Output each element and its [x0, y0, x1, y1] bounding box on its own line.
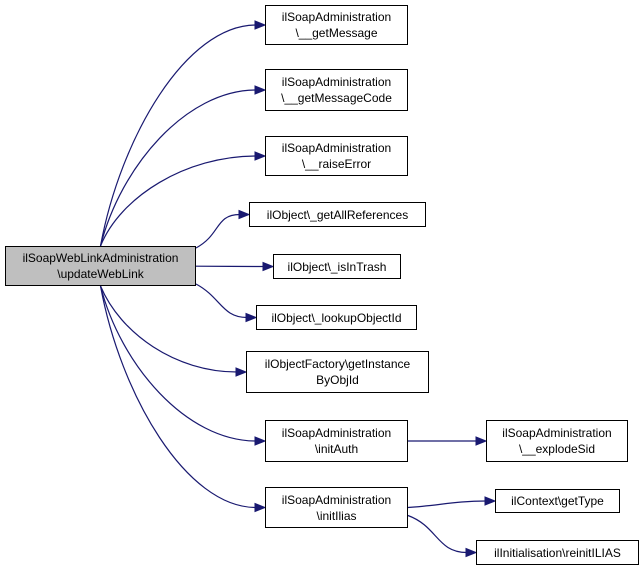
node-init-ilias[interactable]: ilSoapAdministration\initIlias — [265, 487, 408, 528]
edge-root-getAllReferences — [195, 213, 241, 249]
node-reinit-ilias[interactable]: ilInitialisation\reinitILIAS — [476, 540, 639, 565]
arrowhead-root-initAuth — [254, 436, 267, 446]
arrowhead-root-raiseError — [254, 151, 267, 161]
arrowhead-initIlias-reinitILIAS — [465, 547, 478, 558]
arrowhead-initIlias-getType — [484, 496, 497, 506]
edge-root-getMessage — [99, 24, 257, 247]
arrowhead-root-isInTrash — [262, 261, 275, 272]
edge-root-lookupObjectId — [195, 283, 248, 319]
arrowhead-root-lookupObjectId — [245, 312, 258, 323]
node-get-message-code[interactable]: ilSoapAdministration\__getMessageCode — [265, 69, 408, 111]
edge-root-getMessageCode — [99, 89, 257, 247]
arrowhead-root-getMessageCode — [254, 85, 267, 95]
node-get-type[interactable]: ilContext\getType — [495, 489, 620, 513]
node-init-auth[interactable]: ilSoapAdministration\initAuth — [265, 420, 408, 462]
edge-initIlias-getType — [407, 500, 487, 509]
edge-initIlias-reinitILIAS — [407, 514, 468, 554]
node-lookup-object-id[interactable]: ilObject\_lookupObjectId — [256, 305, 417, 330]
node-get-all-references[interactable]: ilObject\_getAllReferences — [249, 202, 426, 227]
node-get-message[interactable]: ilSoapAdministration\__getMessage — [265, 5, 408, 45]
edge-root-getInstanceByObjId — [99, 285, 238, 373]
arrowhead-root-getInstanceByObjId — [235, 367, 248, 377]
node-is-in-trash[interactable]: ilObject\_isInTrash — [273, 254, 401, 279]
arrowhead-root-initIlias — [254, 502, 267, 513]
node-explode-sid[interactable]: ilSoapAdministration\__explodeSid — [486, 420, 628, 462]
edge-root-initIlias — [99, 285, 257, 509]
arrowhead-root-getAllReferences — [238, 209, 251, 220]
arrowhead-root-getMessage — [254, 20, 267, 30]
node-root-update-web-link: ilSoapWebLinkAdministration\updateWebLin… — [5, 246, 196, 286]
node-raise-error[interactable]: ilSoapAdministration\__raiseError — [265, 136, 408, 176]
edge-root-raiseError — [99, 155, 257, 247]
edge-root-initAuth — [99, 285, 257, 442]
arrowhead-initAuth-explodeSid — [475, 436, 488, 446]
